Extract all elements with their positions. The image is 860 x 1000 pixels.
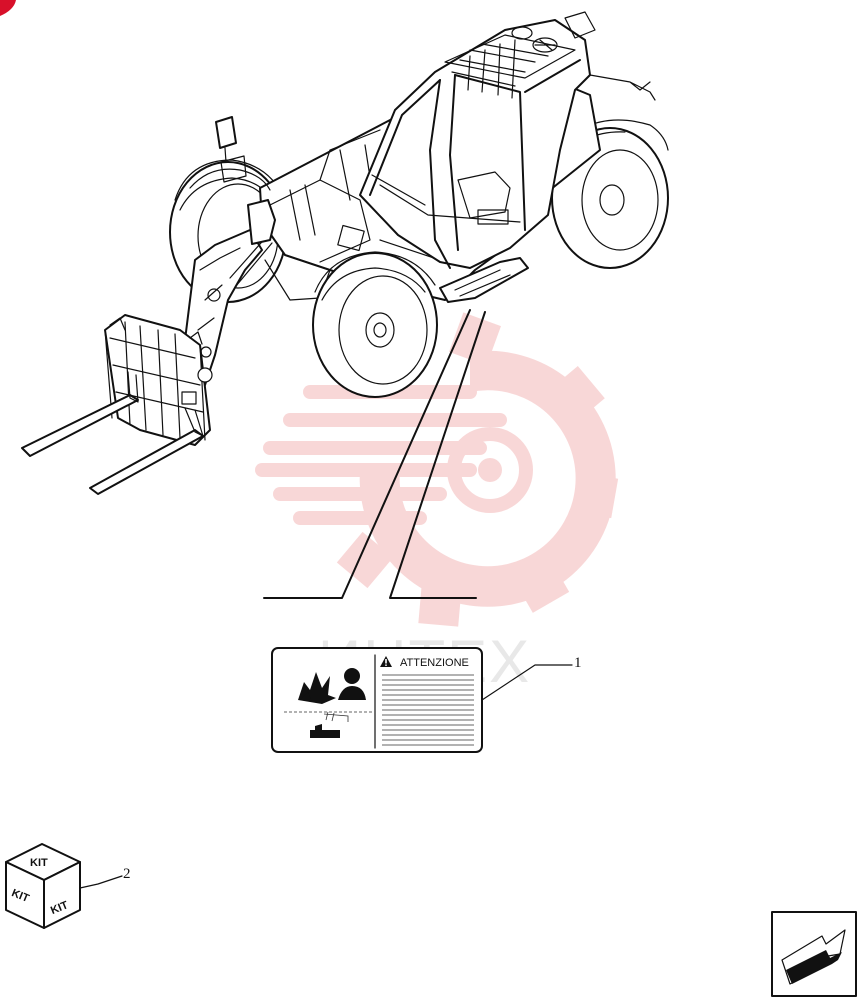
warning-text-lines xyxy=(382,674,474,746)
watermark-logo xyxy=(255,312,619,627)
operator-person-icon xyxy=(338,668,366,700)
callout-2-number: 2 xyxy=(123,866,131,882)
next-page-button[interactable] xyxy=(771,911,857,997)
warning-heading: ATTENZIONE xyxy=(400,657,469,669)
next-page-arrow-icon xyxy=(781,929,846,985)
operator-cab xyxy=(359,11,656,269)
warning-triangle-icon xyxy=(380,656,392,667)
battery-charger-icon xyxy=(310,711,349,738)
corner-badge xyxy=(0,0,16,16)
front-wheel xyxy=(312,251,438,398)
callout-1-number: 1 xyxy=(574,655,582,671)
explosion-hazard-icon xyxy=(298,672,336,704)
kit-cube-icon xyxy=(5,843,123,929)
kit-top-label: KIT xyxy=(30,857,48,869)
forks xyxy=(21,371,204,495)
telehandler-drawing xyxy=(21,11,669,599)
callout-1-leader xyxy=(481,664,573,701)
warning-decal: ATTENZIONE xyxy=(271,647,573,753)
leader-line-left xyxy=(263,309,471,599)
leader-line-right xyxy=(389,311,486,599)
cab-step xyxy=(439,257,529,303)
